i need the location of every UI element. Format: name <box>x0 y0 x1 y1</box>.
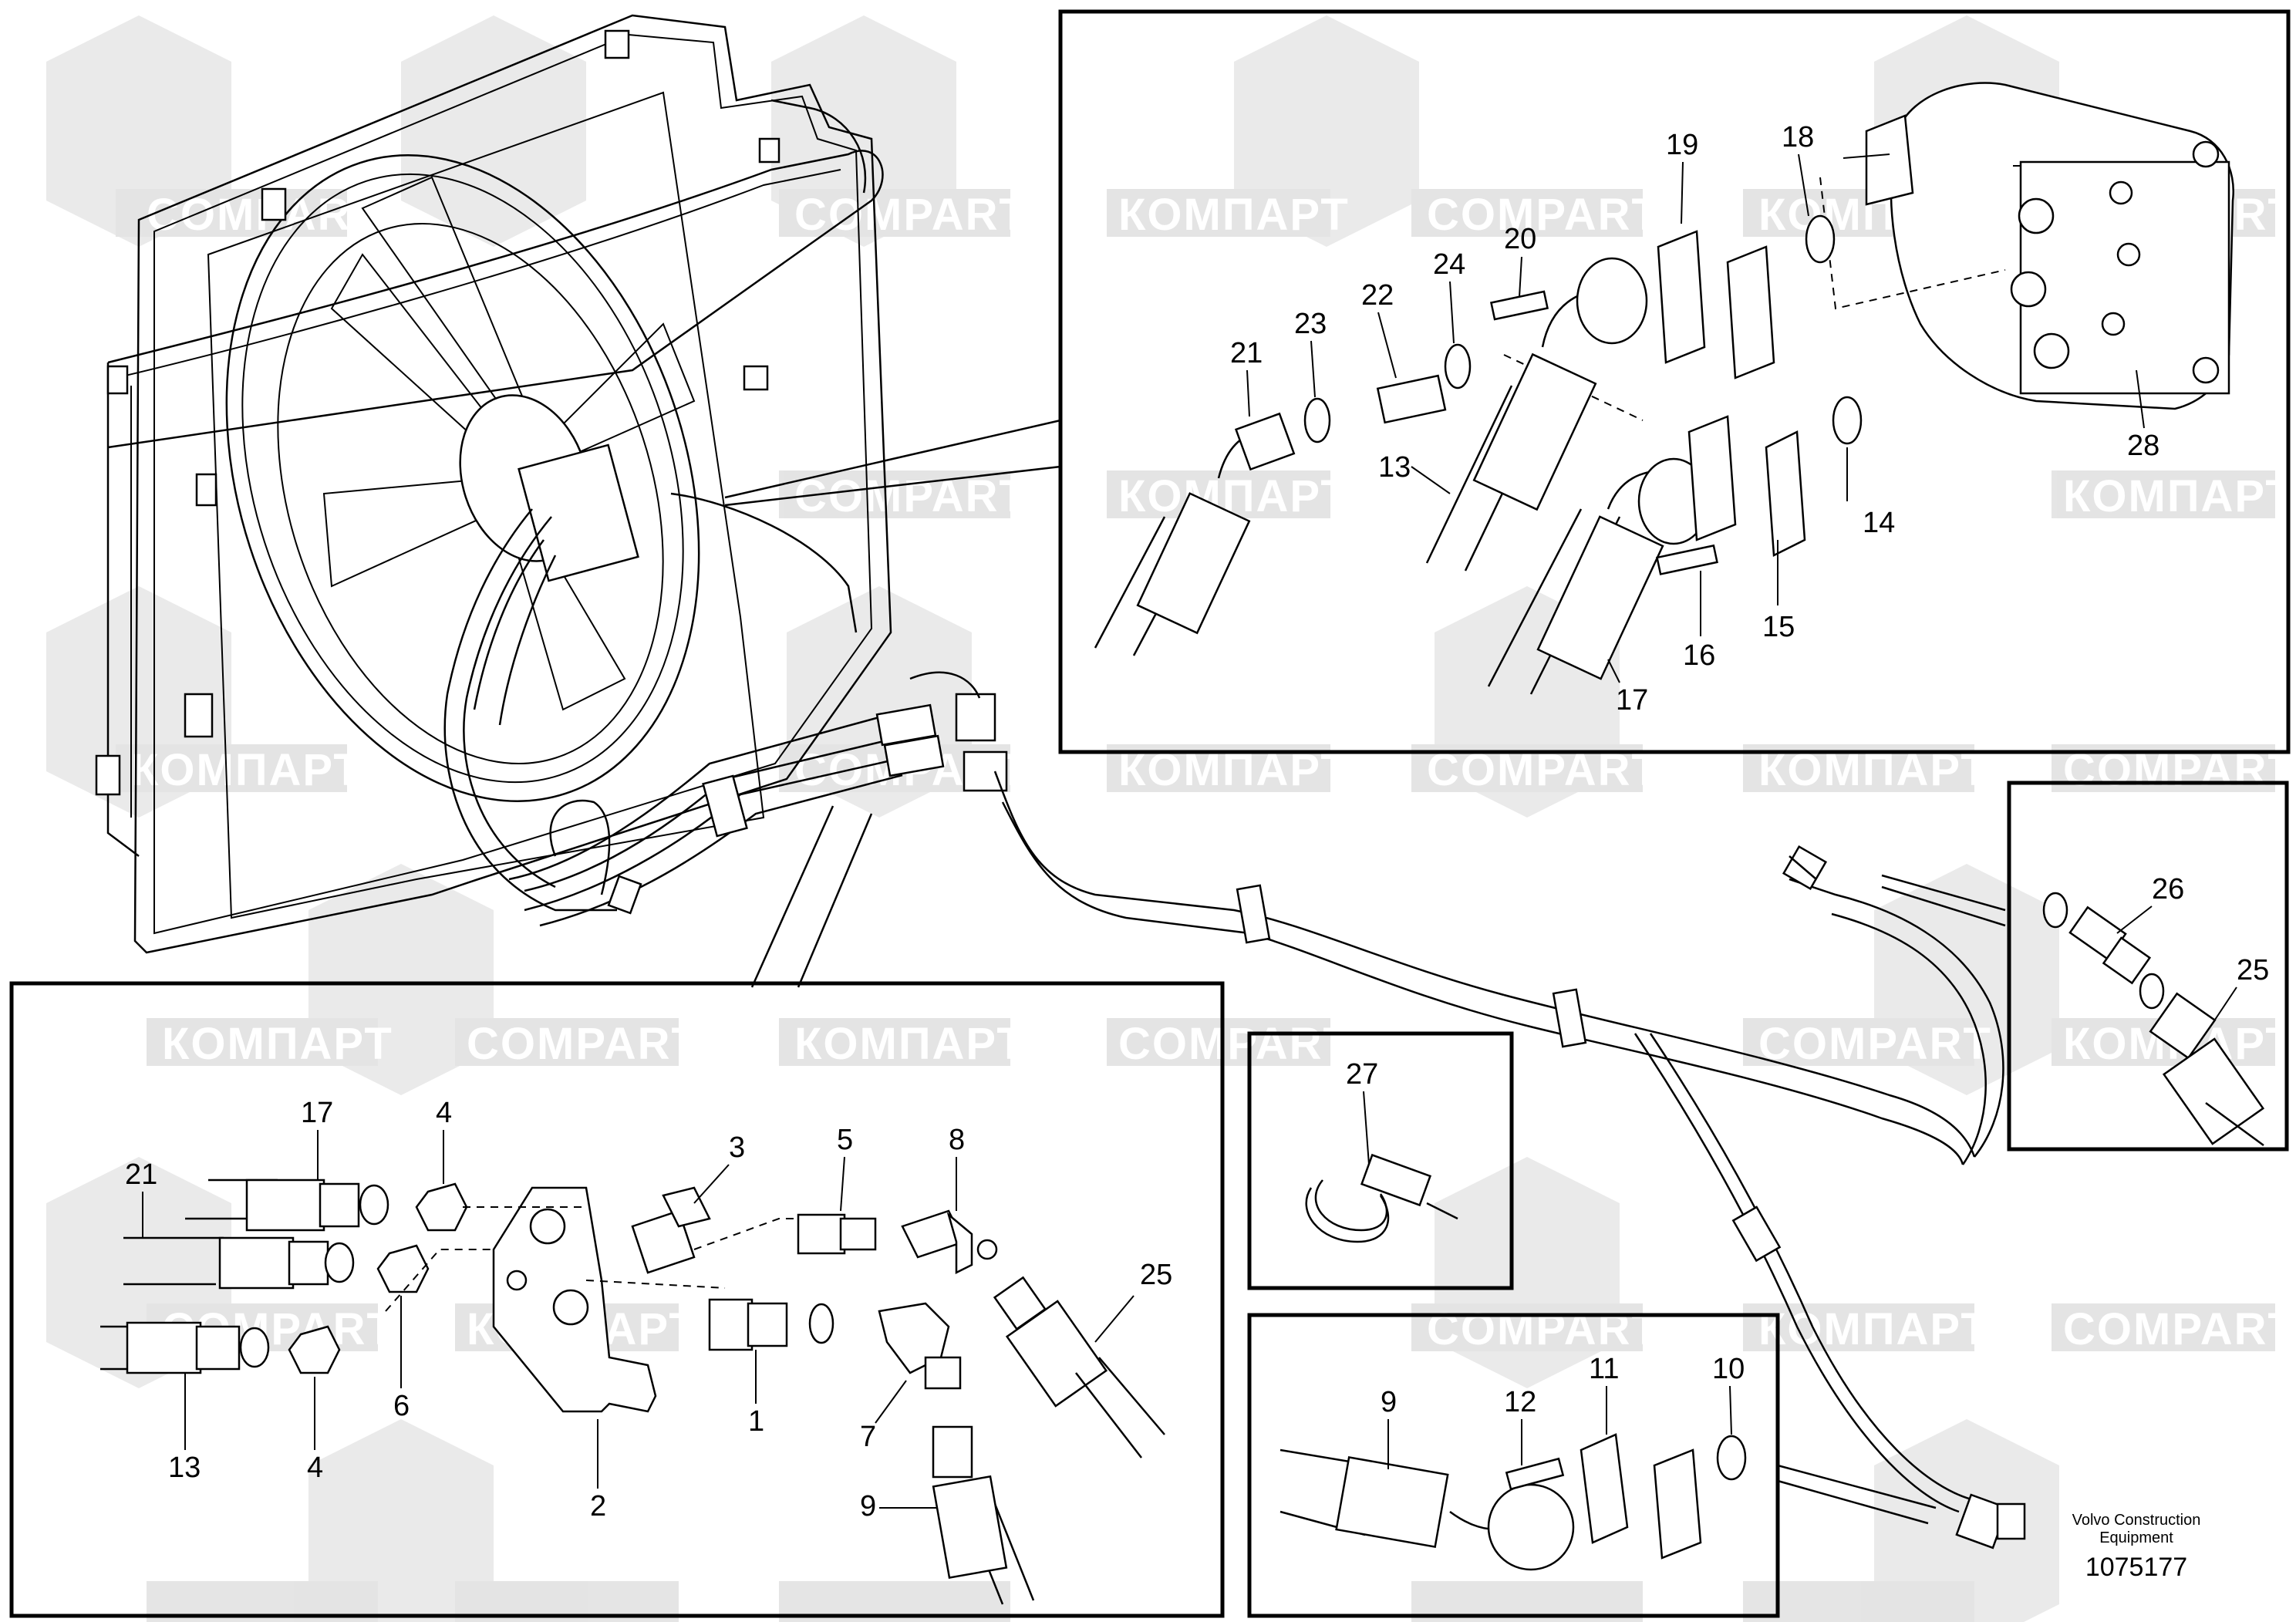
callout-25-right: 25 <box>2237 954 2269 986</box>
callout-27: 27 <box>1346 1058 1378 1091</box>
detail-box-junction-block <box>9 981 1225 1618</box>
callout-7: 7 <box>860 1421 876 1453</box>
callout-20: 20 <box>1504 223 1536 255</box>
fan-shroud-assembly <box>95 14 892 954</box>
callout-19: 19 <box>1666 129 1698 161</box>
callout-4-bottom: 4 <box>307 1452 323 1484</box>
svg-text:COMPART: COMPART <box>1427 190 1660 240</box>
callout-12: 12 <box>1504 1386 1536 1418</box>
callout-10: 10 <box>1712 1353 1745 1385</box>
svg-text:КОМПАРТ: КОМПАРТ <box>794 1019 1026 1069</box>
detail-box-cable-tie <box>1247 1031 1514 1290</box>
callout-3: 3 <box>729 1131 745 1164</box>
callout-13-top: 13 <box>1378 451 1411 484</box>
svg-text:COMPART: COMPART <box>794 190 1028 240</box>
callout-17-bottom: 17 <box>301 1097 333 1129</box>
detail-pointer-lines <box>724 419 2006 1525</box>
callout-28: 28 <box>2127 430 2159 462</box>
callout-16: 16 <box>1683 639 1715 672</box>
svg-text:КОМПАРТ: КОМПАРТ <box>162 1019 393 1069</box>
svg-text:КОМПАРТ: КОМПАРТ <box>1118 190 1350 240</box>
callout-21-top: 21 <box>1230 337 1263 369</box>
detail-box-flange-connection <box>1247 1313 1780 1618</box>
svg-text:COMPART: COMPART <box>1427 1304 1660 1354</box>
callout-1: 1 <box>748 1405 764 1438</box>
callout-23: 23 <box>1294 308 1327 340</box>
callout-26: 26 <box>2152 873 2184 905</box>
footer-drawing-number: 1075177 <box>2085 1553 2187 1582</box>
callout-2: 2 <box>590 1490 606 1523</box>
callout-15: 15 <box>1762 611 1795 643</box>
detail-box-fan-motor <box>1058 9 2291 754</box>
svg-text:COMPART: COMPART <box>794 471 1028 521</box>
callout-22: 22 <box>1361 279 1394 312</box>
callout-17-top: 17 <box>1616 684 1648 717</box>
callout-4-top: 4 <box>436 1097 452 1129</box>
callout-11: 11 <box>1589 1353 1619 1385</box>
callout-9-bottom: 9 <box>860 1490 876 1523</box>
detail-box-test-adapter <box>2007 781 2289 1152</box>
svg-text:COMPART: COMPART <box>2063 1304 2296 1354</box>
publisher-footer: Volvo Construction Equipment 1075177 <box>2072 1512 2201 1582</box>
svg-text:КОМПАРТ: КОМПАРТ <box>1758 1304 1990 1354</box>
callout-25-bottom: 25 <box>1140 1259 1172 1291</box>
callout-labels: 19 18 20 24 22 23 21 13 14 15 16 17 28 1… <box>125 121 2269 1523</box>
svg-text:COMPART: COMPART <box>1758 1019 1992 1069</box>
hydraulic-hose-routing <box>443 508 2026 1549</box>
svg-text:КОМПАРТ: КОМПАРТ <box>2063 471 2294 521</box>
svg-text:КОМПАРТ: КОМПАРТ <box>131 745 362 795</box>
callout-14: 14 <box>1863 507 1895 539</box>
callout-18: 18 <box>1782 121 1814 153</box>
callout-8: 8 <box>949 1124 965 1156</box>
callout-9-right: 9 <box>1381 1386 1397 1418</box>
callout-6: 6 <box>393 1390 410 1422</box>
callout-21-bottom: 21 <box>125 1158 157 1191</box>
callout-5: 5 <box>837 1124 853 1156</box>
callout-24: 24 <box>1433 248 1465 281</box>
footer-publisher-line-1: Volvo Construction <box>2072 1512 2201 1529</box>
footer-publisher-line-2: Equipment <box>2099 1529 2173 1546</box>
svg-text:COMPART: COMPART <box>1118 1019 1352 1069</box>
svg-text:COMPART: COMPART <box>467 1019 700 1069</box>
callout-13-bottom: 13 <box>168 1452 201 1484</box>
